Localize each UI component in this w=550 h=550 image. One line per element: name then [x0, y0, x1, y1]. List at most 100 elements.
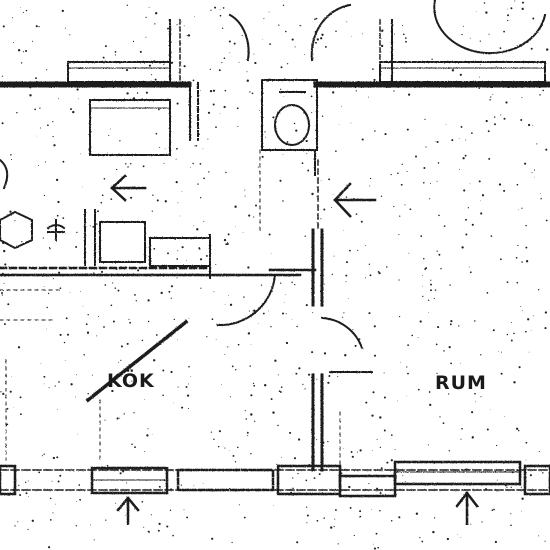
- speckle: [436, 140, 439, 144]
- speckle: [485, 487, 487, 490]
- speckle: [451, 139, 454, 142]
- speckle: [406, 395, 407, 397]
- speckle: [153, 247, 156, 250]
- speckle: [525, 459, 527, 461]
- speckle: [66, 333, 70, 336]
- arrow-up-icon: [116, 496, 140, 527]
- speckle: [75, 246, 78, 248]
- speckle: [297, 438, 301, 441]
- speckle: [226, 242, 229, 246]
- speckle: [69, 34, 71, 36]
- speckle: [432, 530, 435, 534]
- speckle: [360, 220, 363, 223]
- speckle: [215, 338, 217, 340]
- speckle: [350, 122, 352, 124]
- speckle: [423, 166, 426, 170]
- speckle: [465, 139, 467, 141]
- speckle: [20, 6, 22, 8]
- speckle: [394, 449, 396, 450]
- speckle: [282, 4, 285, 6]
- speckle: [128, 318, 130, 320]
- speckle: [527, 318, 530, 321]
- speckle: [396, 400, 398, 402]
- arrow-up-icon: [455, 490, 479, 527]
- speckle: [520, 510, 522, 512]
- speckle: [264, 131, 266, 133]
- speckle: [315, 17, 318, 20]
- speckle: [38, 26, 40, 28]
- speckle: [442, 422, 445, 424]
- speckle: [281, 456, 282, 458]
- speckle: [59, 474, 62, 477]
- speckle: [253, 309, 256, 312]
- speckle: [1, 294, 3, 296]
- speckle: [126, 92, 129, 95]
- speckle: [246, 79, 249, 82]
- speckle: [270, 326, 272, 328]
- speckle: [293, 122, 296, 125]
- speckle: [250, 413, 253, 416]
- speckle: [257, 166, 259, 168]
- door-swing-icon: [228, 13, 250, 62]
- speckle: [180, 484, 183, 486]
- speckle: [108, 134, 110, 136]
- speckle: [148, 6, 150, 8]
- speckle: [154, 23, 156, 25]
- speckle: [448, 393, 450, 395]
- speckle: [217, 445, 220, 448]
- speckle: [386, 461, 389, 464]
- speckle: [87, 392, 89, 395]
- speckle: [250, 394, 253, 397]
- speckle: [281, 312, 285, 315]
- speckle: [200, 287, 202, 289]
- speckle: [188, 318, 190, 320]
- speckle: [186, 394, 190, 397]
- speckle: [520, 486, 522, 488]
- speckle: [532, 17, 535, 20]
- speckle: [31, 519, 34, 522]
- speckle: [126, 4, 128, 6]
- speckle: [238, 504, 240, 506]
- speckle: [399, 215, 401, 217]
- speckle: [173, 402, 174, 404]
- speckle: [521, 7, 524, 11]
- speckle: [170, 370, 173, 374]
- speckle: [331, 273, 333, 275]
- speckle: [546, 48, 549, 51]
- speckle: [481, 521, 483, 523]
- speckle: [361, 33, 363, 35]
- speckle: [438, 253, 441, 256]
- speckle: [488, 33, 490, 35]
- speckle: [202, 148, 204, 150]
- speckle: [116, 168, 118, 171]
- speckle: [462, 157, 465, 160]
- speckle: [425, 267, 428, 270]
- speckle: [38, 165, 39, 166]
- speckle: [205, 254, 208, 257]
- speckle: [193, 485, 195, 487]
- speckle: [250, 344, 252, 346]
- speckle: [306, 522, 308, 524]
- speckle: [500, 258, 502, 261]
- speckle: [55, 503, 56, 505]
- speckle: [318, 473, 321, 476]
- speckle: [243, 516, 246, 519]
- speckle: [533, 169, 536, 171]
- speckle: [244, 195, 246, 197]
- speckle: [349, 506, 352, 509]
- speckle: [87, 314, 89, 316]
- speckle: [146, 434, 149, 437]
- speckle: [145, 91, 148, 94]
- speckle: [58, 381, 60, 383]
- speckle: [135, 300, 137, 302]
- speckle: [272, 116, 275, 119]
- speckle: [13, 42, 14, 44]
- speckle: [123, 413, 125, 415]
- speckle: [374, 130, 376, 132]
- kitchen-counter: [84, 209, 211, 279]
- speckle: [176, 258, 179, 260]
- speckle: [277, 374, 279, 376]
- speckle: [76, 231, 78, 234]
- speckle: [437, 326, 440, 329]
